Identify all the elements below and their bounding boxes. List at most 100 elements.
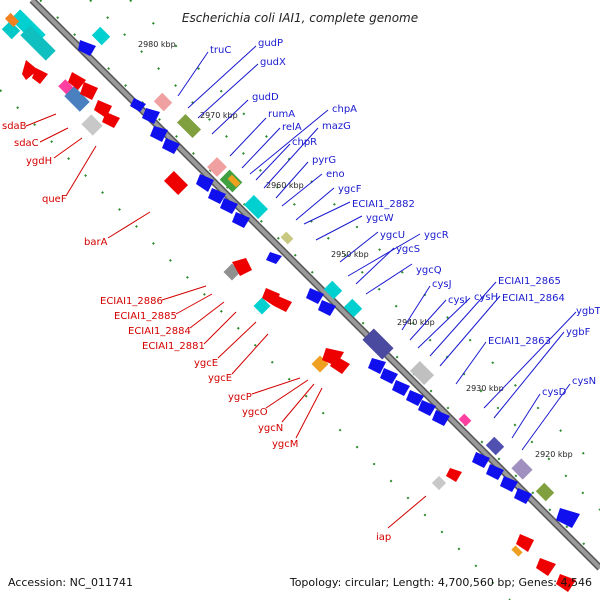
leader-line — [217, 321, 257, 359]
gene-arrow — [446, 468, 462, 482]
leader-line — [177, 51, 209, 97]
gene-label: sdaC — [14, 138, 39, 149]
gene-arrow — [130, 98, 146, 112]
gene-arrow — [432, 410, 450, 426]
leader-line — [175, 293, 213, 315]
gene-block — [1, 20, 21, 40]
gene-label: gudP — [258, 38, 283, 49]
tick-row-inner-2 — [0, 89, 511, 600]
gene-arrow — [392, 380, 410, 396]
gene-label: ygcM — [272, 439, 298, 450]
gene-label: sdaB — [2, 121, 27, 132]
gene-label: ygcU — [380, 230, 405, 241]
gene-arrow — [368, 358, 386, 374]
gene-label: ECIAI1_2881 — [142, 341, 205, 352]
gene-arrow — [196, 174, 214, 192]
gene-label: ygcO — [242, 407, 268, 418]
leader-line — [483, 311, 577, 409]
gene-block — [485, 436, 505, 456]
gene-arrow — [380, 368, 398, 384]
reverse-labels: sdaB sdaC ygdH queF barA ECIAI1_2886 ECI… — [2, 113, 427, 543]
map-title: Escherichia coli IAI1, complete genome — [182, 11, 418, 25]
gene-label: ygdH — [26, 156, 52, 167]
leader-line — [295, 187, 335, 221]
gene-arrow — [22, 60, 38, 80]
leader-line — [65, 145, 97, 197]
gene-block — [64, 86, 90, 112]
leader-line — [493, 331, 565, 419]
leader-line — [211, 99, 249, 135]
gene-arrow — [556, 508, 580, 528]
gene-block — [207, 157, 227, 177]
tick-row-outer-1 — [89, 0, 600, 511]
gene-block — [458, 413, 472, 427]
leader-line — [249, 109, 329, 175]
gene-arrow — [220, 198, 238, 214]
kbp-label: 2960 kbp — [266, 181, 304, 190]
gene-block — [323, 280, 343, 300]
gene-label: ygcF — [338, 184, 362, 195]
gene-block — [511, 458, 533, 480]
gene-arrow — [208, 188, 226, 204]
leader-line — [511, 393, 541, 439]
gene-arrow — [150, 126, 168, 142]
leader-line — [197, 63, 259, 119]
gene-label: ygcR — [424, 230, 449, 241]
gene-arrow — [318, 300, 336, 316]
gene-label: ECIAI1_2886 — [100, 296, 163, 307]
gene-arrow — [274, 296, 292, 312]
leader-line — [53, 137, 83, 159]
genome-backbone-inner — [30, 0, 600, 570]
leader-line — [365, 263, 413, 295]
gene-label: cysH — [474, 292, 498, 303]
gene-label: ygcW — [366, 213, 394, 224]
kbp-label: 2980 kbp — [138, 40, 176, 49]
gene-arrow — [556, 574, 576, 592]
gene-label: ygcQ — [416, 265, 442, 276]
gene-label: ygcP — [228, 392, 252, 403]
gene-label: pyrG — [312, 155, 336, 166]
reverse-features — [1, 9, 576, 592]
gene-label: ECIAI1_2885 — [114, 311, 177, 322]
kbp-label: 2970 kbp — [200, 111, 238, 120]
gene-block — [81, 114, 103, 136]
gene-label: chpA — [332, 104, 357, 115]
gene-arrow — [68, 72, 86, 90]
gene-arrow — [536, 558, 556, 576]
gene-arrow — [80, 82, 98, 100]
leader-line — [387, 495, 427, 529]
leader-line — [189, 301, 225, 329]
kbp-label: 2920 kbp — [535, 450, 573, 459]
gene-label: barA — [84, 237, 108, 248]
gene-block — [163, 170, 189, 196]
gene-block — [176, 113, 202, 139]
leader-line — [229, 117, 267, 157]
gene-label: ECIAI1_2865 — [498, 276, 561, 287]
leader-line — [295, 387, 323, 439]
leader-line — [429, 281, 497, 357]
leader-line — [281, 383, 315, 423]
gene-block — [362, 328, 394, 360]
gene-arrow — [102, 112, 120, 128]
leader-line — [263, 127, 319, 189]
gene-block — [409, 360, 435, 386]
gene-block — [280, 231, 294, 245]
gene-block — [4, 12, 20, 28]
gene-label: ygbF — [566, 327, 591, 338]
leader-line — [39, 127, 69, 143]
gene-arrow — [472, 452, 490, 468]
gene-block — [511, 545, 523, 557]
gene-label: cysD — [542, 387, 567, 398]
leader-line — [203, 311, 237, 345]
leader-line — [275, 161, 309, 199]
forward-labels: truC gudP gudX gudD rumA relA chpA chpR … — [177, 38, 600, 451]
gene-label: eno — [326, 169, 345, 180]
gene-block — [243, 194, 269, 220]
gene-arrow — [330, 356, 350, 374]
leader-line — [521, 383, 571, 451]
gene-block — [253, 297, 271, 315]
gene-arrow — [32, 68, 48, 84]
leader-line — [265, 379, 309, 409]
leader-line — [339, 231, 379, 263]
leader-line — [455, 341, 487, 385]
